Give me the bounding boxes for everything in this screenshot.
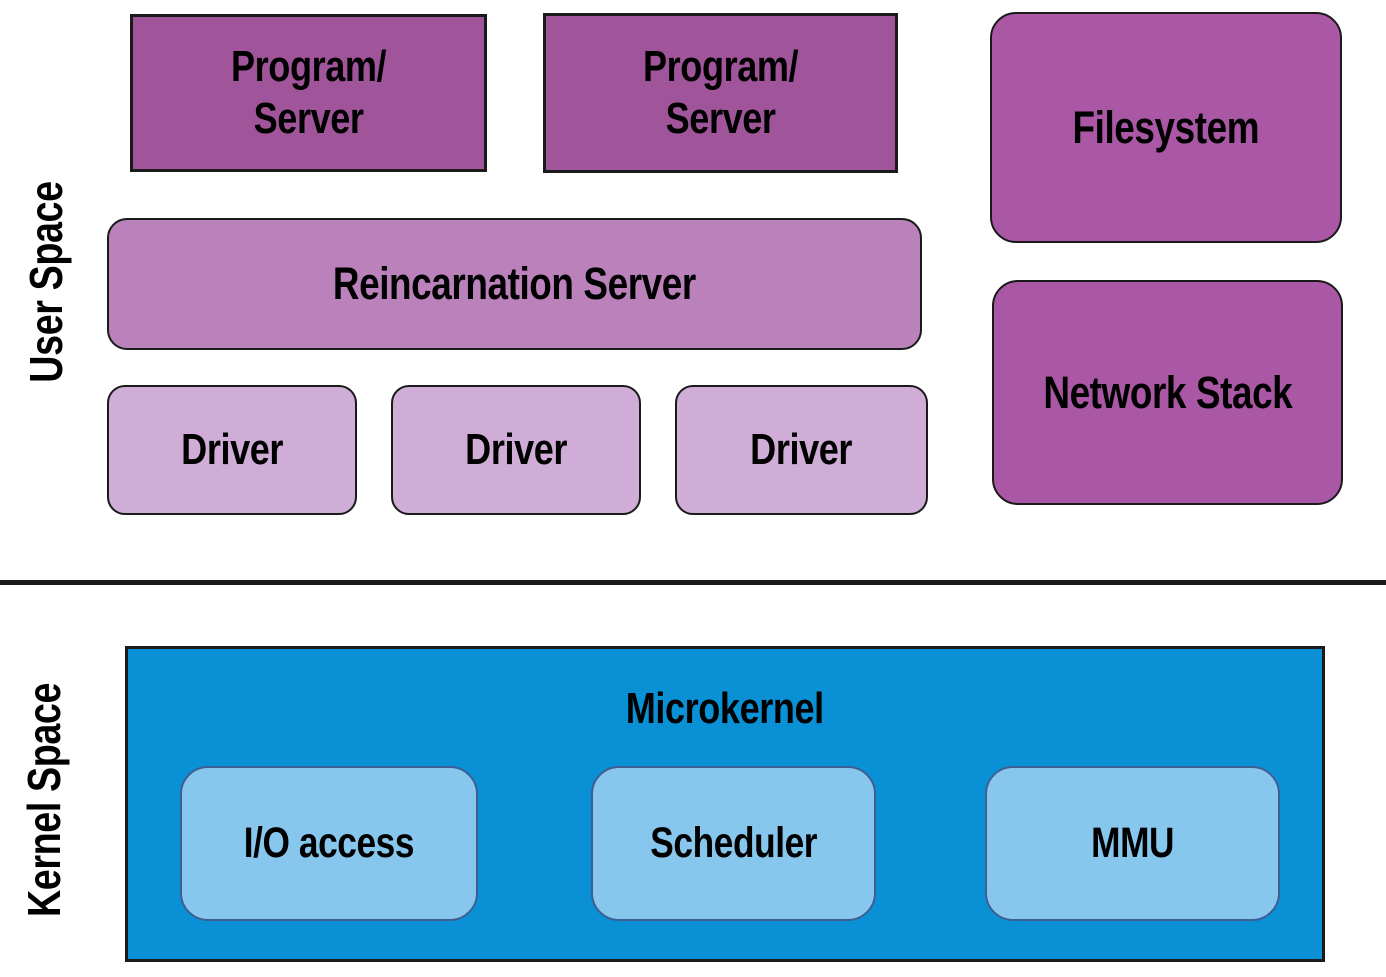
kernel-space-label: Kernel Space bbox=[17, 657, 71, 942]
filesystem-label: Filesystem bbox=[1072, 101, 1260, 153]
driver-label-2: Driver bbox=[465, 425, 567, 475]
scheduler-label: Scheduler bbox=[650, 819, 817, 868]
driver-label-3: Driver bbox=[750, 425, 853, 475]
mmu-box: MMU bbox=[985, 766, 1280, 921]
driver-box-2: Driver bbox=[391, 385, 641, 515]
io-access-box: I/O access bbox=[180, 766, 478, 921]
microkernel-title: Microkernel bbox=[128, 683, 1322, 735]
network-stack-label: Network Stack bbox=[1043, 366, 1292, 418]
network-stack-box: Network Stack bbox=[992, 280, 1343, 505]
driver-label-1: Driver bbox=[181, 425, 283, 475]
filesystem-box: Filesystem bbox=[990, 12, 1342, 243]
scheduler-box: Scheduler bbox=[591, 766, 876, 921]
reincarnation-server-label: Reincarnation Server bbox=[332, 258, 697, 310]
driver-box-1: Driver bbox=[107, 385, 357, 515]
space-divider-line bbox=[0, 580, 1386, 585]
user-space-label-text: User Space bbox=[19, 181, 72, 383]
user-space-label: User Space bbox=[19, 159, 73, 405]
mmu-label: MMU bbox=[1090, 819, 1174, 868]
program-server-box-1: Program/ Server bbox=[130, 14, 487, 172]
program-server-box-2: Program/ Server bbox=[543, 13, 898, 173]
microkernel-title-text: Microkernel bbox=[625, 684, 825, 733]
reincarnation-server-box: Reincarnation Server bbox=[107, 218, 922, 350]
driver-box-3: Driver bbox=[675, 385, 928, 515]
program-server-label-2: Program/ Server bbox=[642, 42, 799, 143]
microkernel-box: Microkernel I/O access Scheduler MMU bbox=[125, 646, 1325, 962]
kernel-space-label-text: Kernel Space bbox=[17, 682, 70, 918]
io-access-label: I/O access bbox=[243, 819, 415, 868]
program-server-label-1: Program/ Server bbox=[230, 42, 387, 143]
